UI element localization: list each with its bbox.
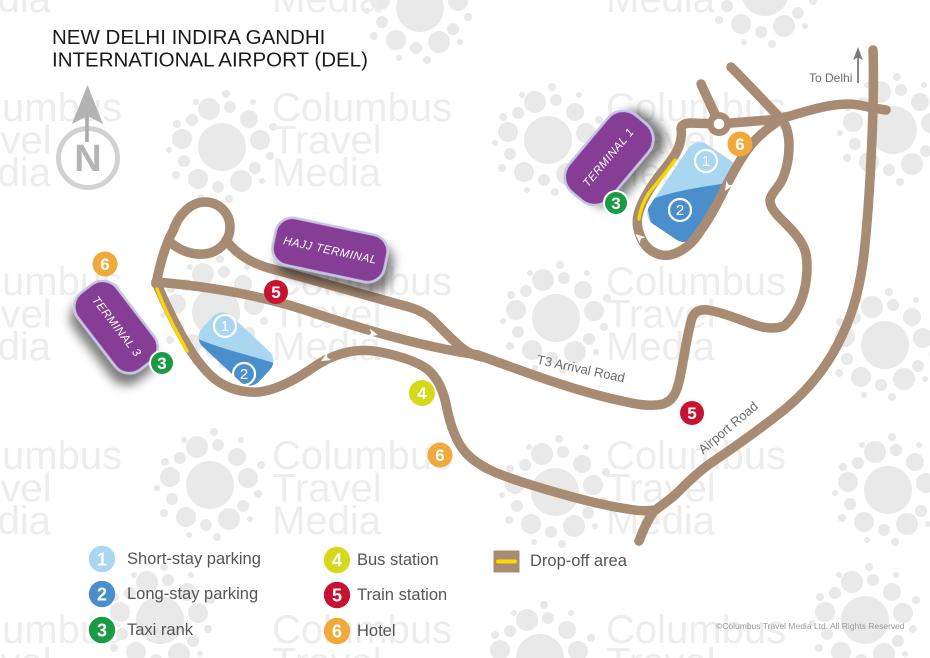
svg-text:Columbus: Columbus xyxy=(272,434,452,478)
svg-text:Travel: Travel xyxy=(606,641,716,658)
svg-text:Hotel: Hotel xyxy=(357,622,396,640)
svg-text:Travel: Travel xyxy=(272,641,382,658)
svg-text:2: 2 xyxy=(240,366,248,383)
svg-text:Media: Media xyxy=(272,0,382,21)
svg-text:6: 6 xyxy=(735,135,744,154)
svg-text:Media: Media xyxy=(272,499,382,543)
svg-text:Travel: Travel xyxy=(0,293,52,337)
svg-text:6: 6 xyxy=(332,622,342,642)
svg-text:Travel: Travel xyxy=(0,641,52,658)
svg-text:Travel: Travel xyxy=(272,467,382,511)
svg-text:Long-stay parking: Long-stay parking xyxy=(127,585,258,603)
svg-text:5: 5 xyxy=(332,586,342,606)
svg-text:Media: Media xyxy=(272,151,382,195)
svg-text:Taxi rank: Taxi rank xyxy=(127,621,194,639)
svg-text:4: 4 xyxy=(417,384,427,403)
svg-text:NEW DELHI INDIRA GANDHI: NEW DELHI INDIRA GANDHI xyxy=(52,26,325,49)
svg-text:Columbus: Columbus xyxy=(606,608,786,652)
svg-text:Travel: Travel xyxy=(0,467,52,511)
svg-text:Media: Media xyxy=(0,0,52,21)
svg-text:6: 6 xyxy=(100,255,109,274)
svg-text:2: 2 xyxy=(97,585,107,605)
svg-text:To Delhi: To Delhi xyxy=(809,71,852,85)
svg-text:Travel: Travel xyxy=(272,119,382,163)
svg-text:2: 2 xyxy=(676,202,684,219)
svg-text:Media: Media xyxy=(0,151,52,195)
svg-text:INTERNATIONAL AIRPORT (DEL): INTERNATIONAL AIRPORT (DEL) xyxy=(52,49,368,72)
svg-text:Short-stay parking: Short-stay parking xyxy=(127,550,261,568)
svg-text:Drop-off area: Drop-off area xyxy=(530,552,628,570)
svg-text:6: 6 xyxy=(435,446,444,465)
svg-text:Media: Media xyxy=(606,325,716,369)
svg-text:1: 1 xyxy=(97,550,107,570)
svg-text:Media: Media xyxy=(0,325,52,369)
svg-text:Columbus: Columbus xyxy=(272,86,452,130)
svg-text:©Columbus Travel Media Ltd. Al: ©Columbus Travel Media Ltd. All Rights R… xyxy=(716,621,905,631)
svg-text:N: N xyxy=(74,138,101,180)
svg-text:Train station: Train station xyxy=(357,586,447,604)
svg-text:Columbus: Columbus xyxy=(606,260,786,304)
svg-text:5: 5 xyxy=(687,404,696,423)
svg-text:Travel: Travel xyxy=(0,119,52,163)
svg-text:1: 1 xyxy=(221,318,229,335)
svg-text:5: 5 xyxy=(271,283,280,302)
svg-text:Columbus: Columbus xyxy=(0,434,122,478)
svg-text:Media: Media xyxy=(0,499,52,543)
svg-text:1: 1 xyxy=(702,153,710,170)
svg-text:Columbus: Columbus xyxy=(272,608,452,652)
svg-text:Media: Media xyxy=(606,0,716,21)
svg-text:3: 3 xyxy=(157,354,166,373)
svg-text:4: 4 xyxy=(332,551,342,571)
svg-text:Bus station: Bus station xyxy=(357,551,439,569)
svg-text:3: 3 xyxy=(611,194,620,213)
svg-text:3: 3 xyxy=(97,621,107,641)
